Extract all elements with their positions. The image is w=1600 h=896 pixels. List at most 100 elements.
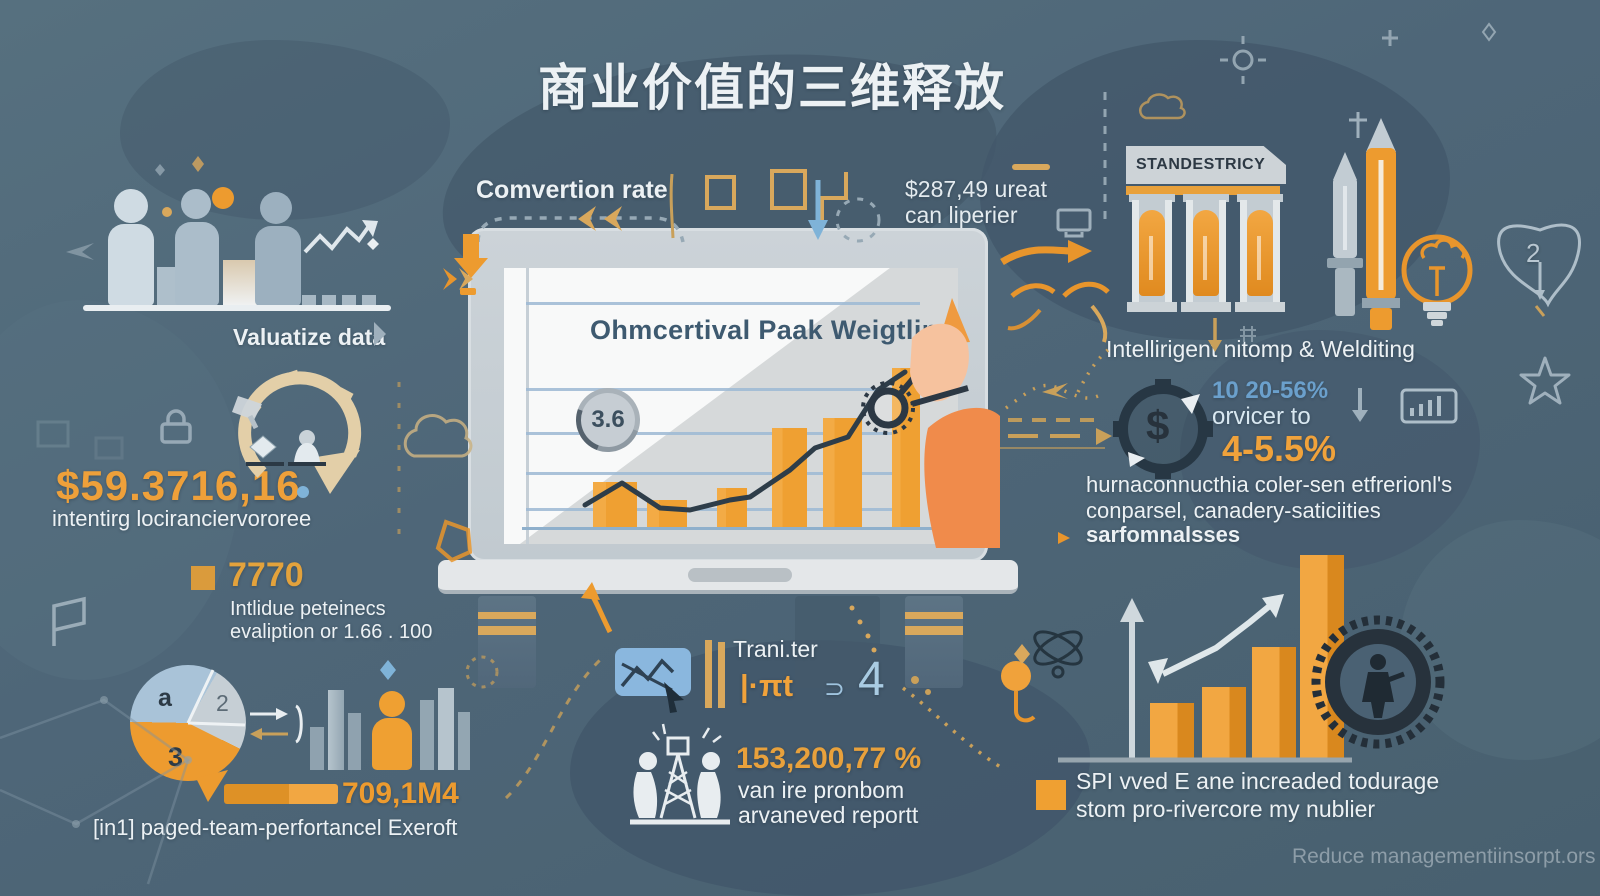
bullet-square [1036, 780, 1066, 810]
mini-bar [420, 700, 434, 770]
mini-bar [348, 713, 361, 770]
pillar [905, 596, 963, 688]
person-icon [114, 189, 148, 223]
pillar [478, 596, 536, 688]
column-icon [1240, 200, 1280, 302]
chart-card-icon [615, 648, 691, 696]
rate-value: 4-5.5% [1222, 428, 1337, 469]
mini-bar [328, 690, 344, 770]
screen-title: Ohmcertival Paak Weigtling [590, 315, 956, 345]
column-capital [1183, 194, 1229, 202]
column-base [1181, 302, 1231, 312]
pie-label-3: 3 [168, 742, 184, 772]
person-icon [255, 226, 301, 306]
column-capital [1129, 194, 1175, 202]
mini-bar [223, 260, 257, 306]
mini-bar [322, 295, 336, 306]
growth-note-1: SPI vved E ane increaded todurage [1076, 768, 1440, 794]
laptop-bar [772, 428, 807, 527]
building-pediment: STANDESTRICY [1126, 146, 1286, 184]
transfer-label: Trani.ter [733, 636, 818, 662]
mini-bar [342, 295, 356, 306]
ruled-line [522, 527, 956, 530]
page-title: 商业价值的三维释放 [538, 60, 1006, 116]
pie-label-a: a [158, 684, 172, 712]
efficiency-line-2: conparsel, canadery-saticiities [1086, 498, 1381, 523]
right-caption: Intellirigent nitomp & Welditing [1106, 336, 1415, 362]
mini-bar [362, 295, 376, 306]
mini-bar [458, 712, 470, 770]
screen-margin-line [526, 268, 529, 544]
rate-line-1: 10 20-56% [1212, 377, 1329, 404]
column-base [1127, 302, 1177, 312]
score-caption-1: Intlidue peteinecs [230, 598, 386, 620]
transfer-operator: ⊃ [824, 675, 845, 703]
column-base [1235, 302, 1285, 312]
laptop-notch [688, 568, 792, 582]
column-figure [1193, 210, 1219, 296]
map-blob [1400, 520, 1600, 760]
laptop-bar-chart [588, 350, 928, 527]
bulb2-label: 2 [1526, 238, 1541, 268]
report-line-1: van ire pronbom [738, 777, 905, 803]
pie-chart [130, 665, 246, 781]
efficiency-line-3: sarfomnalsses [1086, 522, 1241, 547]
laptop-bar [823, 418, 862, 527]
tally-bar [705, 640, 712, 708]
map-blob [1180, 330, 1480, 570]
pillar-stripe [478, 612, 536, 619]
efficiency-line-1: hurnaconnucthia coler-sen etfrerionl's [1086, 472, 1453, 497]
revenue-value: $59.3716,16 [56, 462, 301, 509]
dollar-symbol: $ [1146, 402, 1170, 449]
report-value: 153,200,77 % [736, 742, 922, 775]
score-value: 7770 [228, 556, 304, 594]
transfer-value: 4 [858, 653, 885, 706]
growth-bar [1300, 555, 1344, 758]
column-capital [1237, 194, 1283, 202]
growth-bar [1252, 647, 1296, 758]
price-note-2: can liperier [905, 202, 1018, 228]
bullet-square [191, 566, 215, 590]
person-icon [108, 224, 154, 306]
tally-bar [718, 642, 725, 708]
report-line-2: arvaneved reportt [738, 802, 919, 828]
person-icon [260, 192, 292, 224]
conversion-label: Comvertion rate [476, 176, 668, 204]
score-caption-2: evaliption or 1.66 . 100 [230, 621, 433, 643]
valuatize-caption: Valuatize data [233, 324, 386, 350]
person-icon [372, 718, 412, 770]
pie-label-2: 2 [216, 690, 229, 716]
pillar-stripe [478, 626, 536, 635]
column-icon [1186, 200, 1226, 302]
baseline [83, 305, 391, 311]
transfer-formula: |·πt [740, 668, 794, 703]
laptop-bar [647, 500, 687, 527]
laptop-screen: Ohmcertival Paak Weigtling 3.6 [504, 268, 958, 544]
ruled-line [526, 302, 920, 305]
mini-bar [310, 727, 324, 770]
person-icon [181, 189, 211, 219]
growth-bar [1202, 687, 1246, 758]
column-figure [1247, 210, 1273, 296]
growth-bar-chart [1148, 548, 1358, 758]
pillar-stripe [905, 626, 963, 635]
team-value: 709,1M4 [342, 777, 459, 810]
growth-note-2: stom pro-rivercore my nublier [1076, 796, 1376, 822]
laptop-bar [717, 488, 747, 527]
column-icon [1132, 200, 1172, 302]
laptop-bar [593, 482, 637, 527]
star-icon [1519, 356, 1571, 405]
footer-note: Reduce managementiinsorpt.ors [1292, 845, 1596, 868]
revenue-caption: intentirg lociranciervororee [52, 506, 312, 531]
map-blob [120, 40, 450, 220]
pillar-stripe [905, 612, 963, 619]
orchid-icon [1033, 630, 1083, 679]
building-label: STANDESTRICY [1136, 156, 1266, 173]
person-icon [175, 222, 219, 306]
mini-bar [438, 688, 454, 770]
laptop-bar [892, 368, 920, 527]
mini-bar [302, 295, 316, 306]
price-note-1: $287,49 ureat [905, 176, 1047, 202]
rate-line-2: orvicer to [1212, 403, 1311, 430]
